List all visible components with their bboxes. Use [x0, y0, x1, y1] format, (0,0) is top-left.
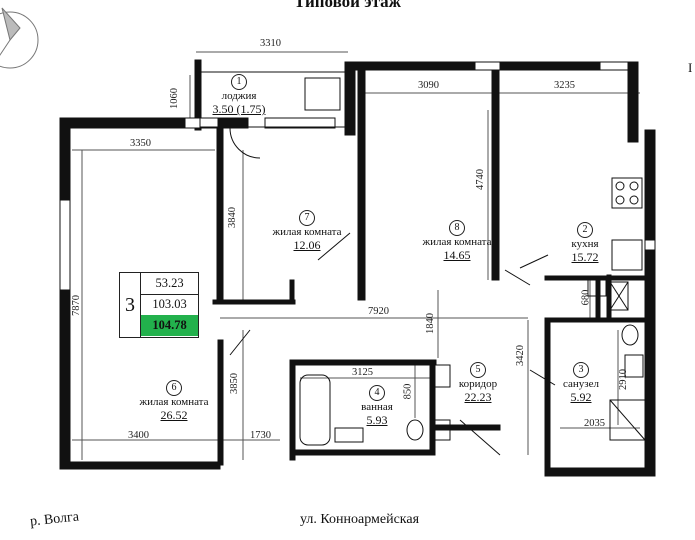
room-area: 3.50 (1.75) [212, 102, 266, 116]
dim-1840: 1840 [425, 313, 436, 334]
room-area: 14.65 [443, 248, 471, 262]
room-area: 26.52 [160, 408, 188, 422]
room-name: жилая комната [272, 226, 342, 238]
dim-3840: 3840 [227, 207, 238, 228]
edge-mark: I [688, 60, 693, 75]
rooms-count: 3 [120, 273, 141, 337]
room-corridor: 5 коридор 22.23 [448, 362, 508, 404]
dim-850: 850 [402, 383, 414, 400]
room-toilet: 3 санузел 5.92 [556, 362, 606, 404]
page-title: Типовой этаж [294, 0, 401, 11]
room-number: 2 [577, 222, 593, 238]
room-number: 3 [573, 362, 589, 378]
dim-3850: 3850 [229, 373, 240, 394]
dim-2910: 2910 [618, 369, 629, 390]
room-number: 7 [299, 210, 315, 226]
total-area: 103.03 [141, 294, 198, 316]
room-bathroom: 4 ванная 5.93 [352, 385, 402, 427]
room-number: 1 [231, 74, 247, 90]
room-name: лоджия [221, 90, 257, 102]
dim-7920: 7920 [368, 306, 389, 317]
room-area: 5.92 [570, 390, 592, 404]
dim-3310: 3310 [260, 38, 281, 49]
room-number: 5 [470, 362, 486, 378]
room-living-6: 6 жилая комната 26.52 [128, 380, 220, 422]
compass-icon [0, 7, 39, 69]
room-living-8: 8 жилая комната 14.65 [412, 220, 502, 262]
room-area: 22.23 [464, 390, 492, 404]
room-area: 12.06 [293, 238, 321, 252]
room-name: жилая комната [422, 236, 492, 248]
room-name: ванная [361, 401, 393, 413]
room-area: 15.72 [571, 250, 599, 264]
room-name: коридор [458, 378, 498, 390]
dim-3235: 3235 [554, 80, 575, 91]
room-number: 6 [166, 380, 182, 396]
dim-1730: 1730 [250, 430, 271, 441]
dim-3350: 3350 [130, 138, 151, 149]
room-name: жилая комната [139, 396, 209, 408]
dim-3420: 3420 [515, 345, 526, 366]
room-area: 5.93 [366, 413, 388, 427]
dim-3090: 3090 [418, 80, 439, 91]
dim-3125: 3125 [352, 367, 373, 378]
room-name: кухня [571, 238, 599, 250]
dim-2035: 2035 [584, 418, 605, 429]
room-living-7: 7 жилая комната 12.06 [262, 210, 352, 252]
living-area: 53.23 [141, 273, 198, 295]
total-area-with-loggia: 104.78 [141, 315, 198, 336]
room-loggia: 1 лоджия 3.50 (1.75) [199, 74, 279, 116]
area-summary-table: 3 53.23 103.03 104.78 [119, 272, 199, 338]
dim-7870: 7870 [71, 295, 82, 316]
room-number: 4 [369, 385, 385, 401]
dim-680: 680 [580, 289, 592, 306]
room-name: санузел [562, 378, 599, 390]
dim-1060: 1060 [169, 88, 180, 109]
room-kitchen: 2 кухня 15.72 [560, 222, 610, 264]
street-label-bottom: ул. Конноармейская [300, 512, 420, 527]
dim-4740: 4740 [475, 169, 486, 190]
dim-3400: 3400 [128, 430, 149, 441]
room-number: 8 [449, 220, 465, 236]
